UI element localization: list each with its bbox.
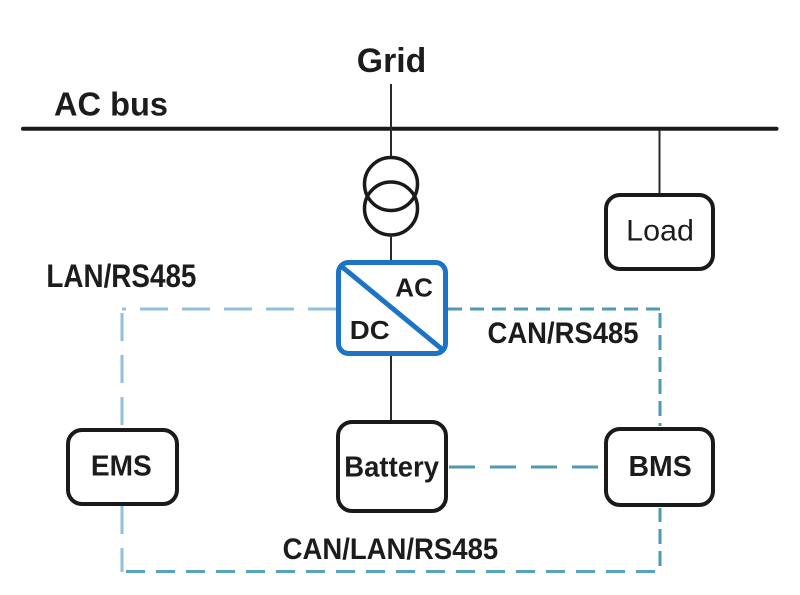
svg-text:AC: AC [395,275,433,303]
svg-text:CAN/LAN/RS485: CAN/LAN/RS485 [283,533,499,566]
svg-text:Load: Load [626,215,694,248]
svg-text:Battery: Battery [344,452,439,484]
svg-text:BMS: BMS [629,451,692,483]
svg-text:DC: DC [350,317,390,345]
svg-text:EMS: EMS [91,450,152,482]
svg-text:LAN/RS485: LAN/RS485 [46,258,196,294]
svg-text:Grid: Grid [357,42,427,80]
svg-text:CAN/RS485: CAN/RS485 [488,317,639,350]
svg-text:AC bus: AC bus [54,86,168,123]
